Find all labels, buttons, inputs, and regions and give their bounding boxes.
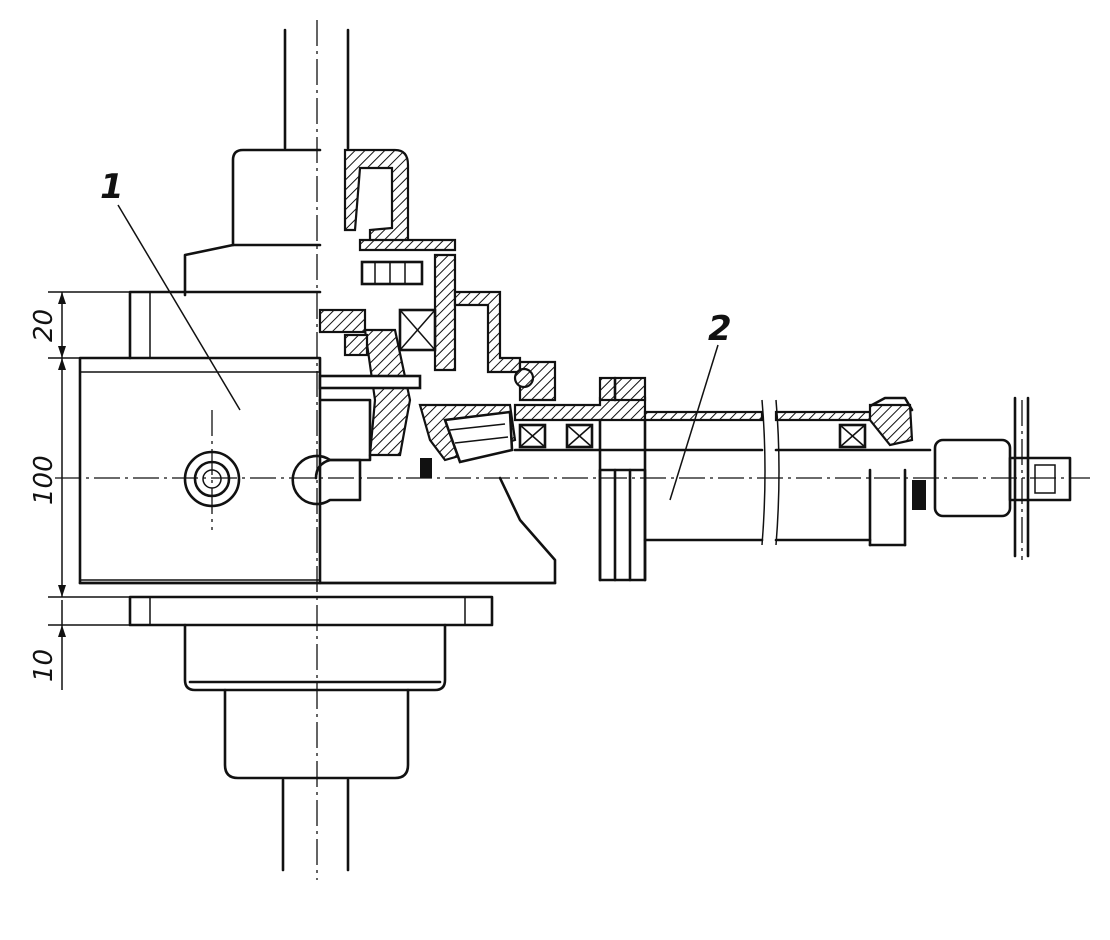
dimension-lines [48,291,130,690]
dimension-body-height: 100 [29,455,59,505]
shaft-nut [318,308,432,478]
worm-wheel-section [343,148,457,252]
callout-2-leader [669,344,719,501]
shaft-bore [291,454,362,506]
dimension-top-step: 20 [29,309,59,342]
upper-collar [183,243,322,297]
output-bearings [518,423,867,449]
end-coupling [912,396,1072,558]
output-tube-upper [513,376,914,447]
upper-cap [231,148,322,247]
vertical-shaft-bottom [281,778,350,872]
bevel-gear-section [363,328,517,464]
upper-cover-plate [128,290,322,360]
upper-bearing-housing [360,253,457,372]
output-shaft [513,399,932,582]
lower-cap [183,623,447,692]
callout-1-label: 1 [100,167,124,207]
callout-1-leader [117,204,241,411]
lower-flange [128,595,494,627]
callout-2-label: 2 [708,309,732,349]
side-cover [453,290,557,402]
dimension-bottom-step: 10 [29,649,59,682]
vertical-shaft-top [283,28,350,150]
